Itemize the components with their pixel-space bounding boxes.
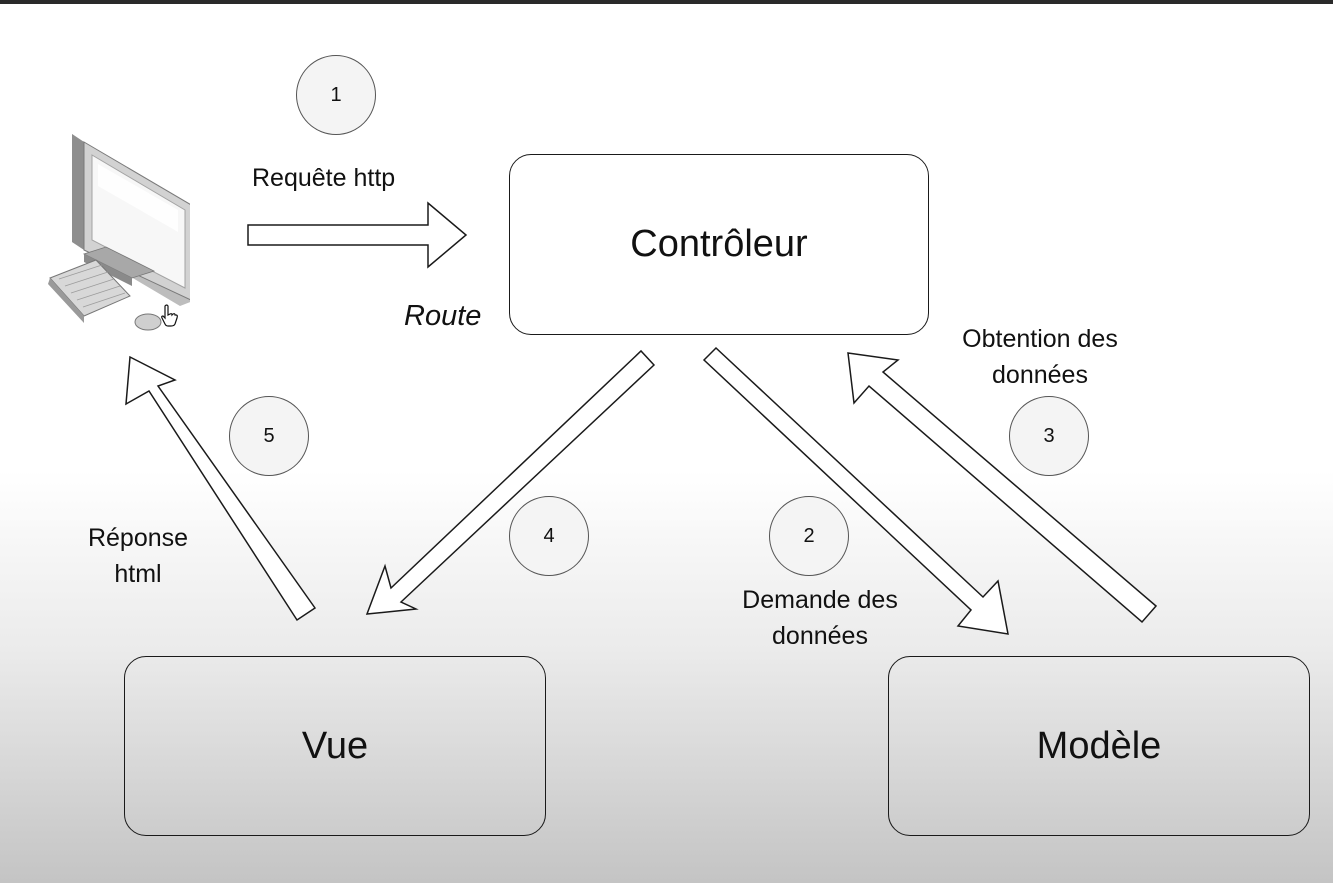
top-bar bbox=[0, 0, 1333, 4]
arrow-controller-to-model bbox=[702, 346, 1009, 635]
step-5-label-line-2: html bbox=[114, 560, 162, 588]
step-badge-1: 1 bbox=[296, 55, 376, 135]
step-3-label-line-1: Obtention des bbox=[962, 325, 1118, 353]
arrow-model-to-controller bbox=[847, 352, 1158, 624]
step-3-label: Obtention des données bbox=[940, 321, 1140, 393]
arrow-request-http bbox=[247, 201, 468, 269]
arrow-controller-to-view bbox=[365, 349, 656, 615]
step-1-label-line-1: Requête http bbox=[252, 164, 396, 192]
route-label: Route bbox=[404, 300, 482, 332]
step-2-label-line-2: données bbox=[772, 622, 868, 650]
arrow-view-to-client bbox=[125, 355, 317, 622]
view-label: Vue bbox=[301, 724, 369, 767]
controller-box: Contrôleur bbox=[509, 154, 929, 335]
step-2-label: Demande des données bbox=[720, 582, 920, 654]
step-badge-3: 3 bbox=[1009, 396, 1089, 476]
step-5-label-line-1: Réponse bbox=[87, 524, 189, 552]
controller-label: Contrôleur bbox=[630, 223, 808, 265]
step-5-label: Réponse html bbox=[68, 520, 208, 592]
model-label: Modèle bbox=[1036, 724, 1162, 767]
step-2-label-line-1: Demande des bbox=[742, 586, 898, 614]
hand-cursor-icon bbox=[161, 304, 178, 327]
step-1-label: Requête http bbox=[252, 160, 422, 196]
step-3-label-line-2: données bbox=[992, 361, 1088, 389]
model-box: Modèle bbox=[888, 656, 1310, 836]
step-badge-5: 5 bbox=[229, 396, 309, 476]
step-badge-2: 2 bbox=[769, 496, 849, 576]
view-box: Vue bbox=[124, 656, 546, 836]
step-badge-4: 4 bbox=[509, 496, 589, 576]
desktop-computer-icon bbox=[48, 134, 190, 331]
